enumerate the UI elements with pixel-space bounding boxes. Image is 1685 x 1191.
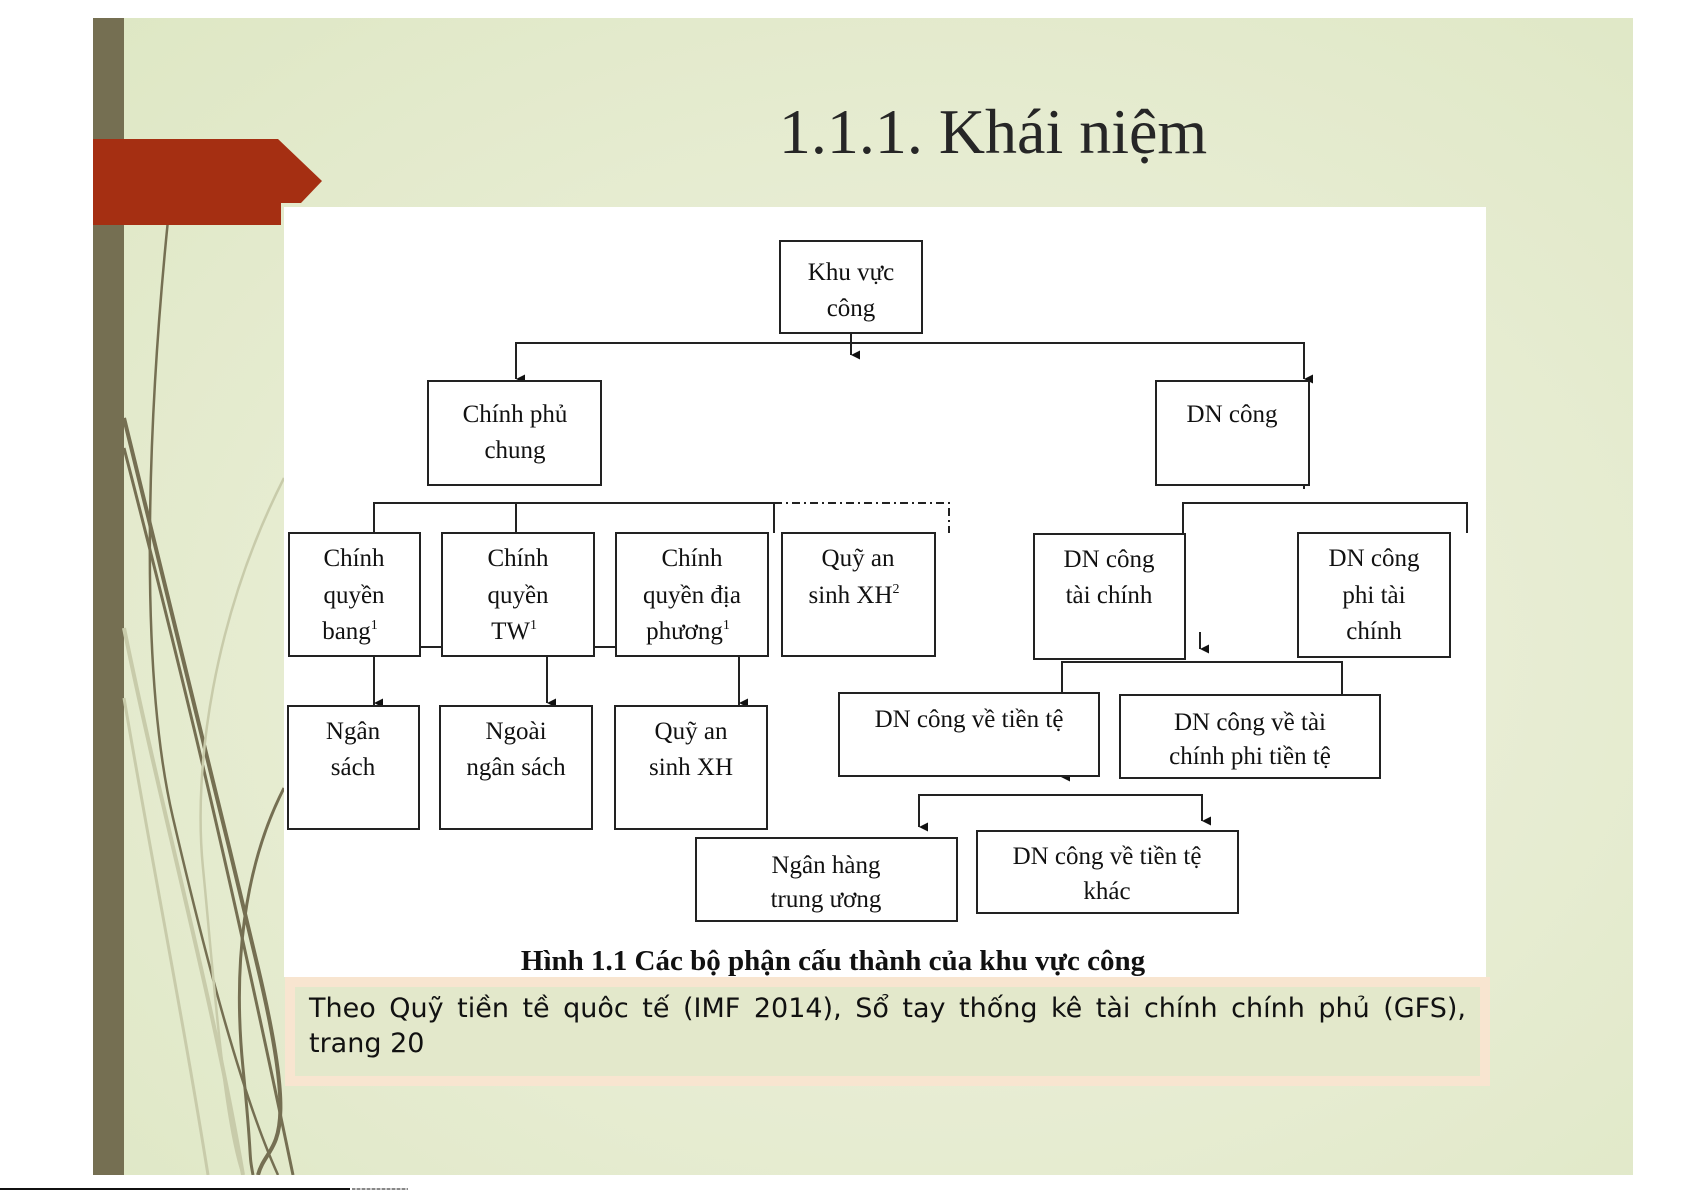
figure-panel: Khu vực công Chính phủ chung DN công Chí… — [284, 207, 1486, 977]
source-note-text: Theo Quỹ tiền tề quôc tế (IMF 2014), Sổ … — [309, 993, 1466, 1059]
bottom-rule-dotted — [352, 1188, 408, 1190]
label-nfpc-2: phi tài — [1342, 582, 1405, 609]
label-state-gov-3: bang1 — [322, 618, 378, 645]
label-fpc-1: DN công — [1064, 546, 1155, 573]
node-other-monetary — [976, 830, 1239, 914]
label-ssf-2: sinh XH2 — [808, 582, 899, 609]
label-nfpc-3: chính — [1346, 618, 1402, 645]
connector-social-security-dashed — [774, 502, 950, 533]
connector-fpc-split — [1061, 661, 1343, 695]
label-general-government-2: chung — [484, 437, 546, 464]
title-banner — [93, 139, 322, 225]
node-extrabudgetary — [439, 705, 593, 830]
connector-gg-split — [373, 502, 775, 533]
node-social-security-funds — [781, 532, 936, 657]
label-mpc: DN công về tiền tệ — [875, 706, 1064, 733]
slide: 1.1.1. Khái niệm — [93, 18, 1633, 1175]
label-ss-sub-2: sinh XH — [649, 754, 733, 781]
label-fpc-2: tài chính — [1066, 582, 1153, 609]
node-central-bank — [695, 837, 958, 922]
node-nonfinancial-public-corporations — [1297, 532, 1451, 658]
node-boxes — [287, 240, 1451, 922]
label-central-bank-2: trung ương — [771, 886, 882, 913]
label-public-sector-2: công — [827, 295, 876, 322]
public-sector-diagram: Khu vực công Chính phủ chung DN công Chí… — [287, 240, 1468, 977]
label-other-monetary-2: khác — [1083, 878, 1130, 905]
node-central-government — [441, 532, 595, 657]
label-general-government-1: Chính phủ — [463, 401, 568, 428]
connector-root-split — [515, 342, 1305, 376]
label-local-gov-1: Chính — [661, 545, 723, 572]
connector-pc-split — [1182, 502, 1468, 533]
bottom-rule — [0, 1188, 350, 1190]
node-labels: Khu vực công Chính phủ chung DN công Chí… — [322, 259, 1420, 913]
node-budgetary — [287, 705, 420, 830]
node-state-government — [288, 532, 421, 657]
label-ss-sub-1: Quỹ an — [655, 718, 728, 745]
grass-decoration — [122, 219, 295, 1175]
label-budgetary-1: Ngân — [326, 718, 381, 745]
node-public-corporations — [1155, 380, 1310, 486]
label-central-gov-1: Chính — [487, 545, 549, 572]
label-nmfpc-2: chính phi tiền tệ — [1169, 743, 1331, 770]
slide-title: 1.1.1. Khái niệm — [778, 96, 1208, 167]
label-extrabudgetary-2: ngân sách — [466, 754, 566, 781]
node-monetary-public-corporations — [838, 692, 1100, 777]
node-public-sector — [779, 240, 923, 334]
label-state-gov-1: Chính — [323, 545, 385, 572]
label-extrabudgetary-1: Ngoài — [485, 718, 546, 745]
node-nonmonetary-financial — [1119, 694, 1381, 779]
node-financial-public-corporations — [1033, 533, 1186, 660]
node-social-security-sub — [614, 705, 768, 830]
label-nfpc-1: DN công — [1329, 545, 1420, 572]
label-public-sector-1: Khu vực — [808, 259, 894, 286]
label-state-gov-2: quyền — [323, 582, 385, 609]
label-local-gov-3: phương1 — [646, 618, 730, 645]
connector-mpc-split — [918, 794, 1203, 827]
source-note-box: Theo Quỹ tiền tề quôc tế (IMF 2014), Sổ … — [285, 977, 1490, 1086]
label-ssf-1: Quỹ an — [822, 545, 895, 572]
node-local-government — [615, 532, 769, 657]
label-local-gov-2: quyền địa — [643, 582, 741, 609]
label-nmfpc-1: DN công về tài — [1174, 709, 1326, 736]
figure-caption: Hình 1.1 Các bộ phận cấu thành của khu v… — [521, 945, 1146, 977]
label-central-gov-3: TW1 — [491, 618, 537, 645]
node-general-government — [427, 380, 602, 486]
label-central-gov-2: quyền — [487, 582, 549, 609]
label-public-corporations: DN công — [1187, 401, 1278, 428]
label-other-monetary-1: DN công về tiền tệ — [1013, 843, 1202, 870]
label-budgetary-2: sách — [331, 754, 376, 781]
label-central-bank-1: Ngân hàng — [772, 852, 881, 879]
